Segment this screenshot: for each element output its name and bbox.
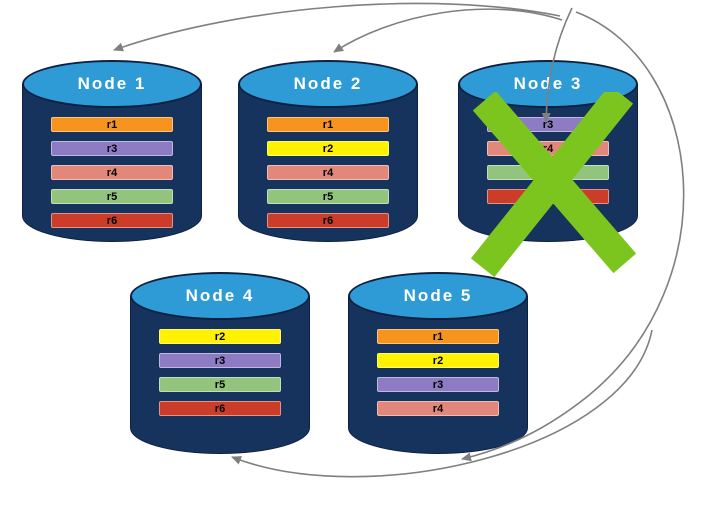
node-3: r3 r4 r5 r6 Node 3: [458, 60, 638, 242]
replica-bar: r3: [159, 353, 281, 368]
replica-bar: r4: [51, 165, 173, 180]
replica-list: r1 r2 r4 r5 r6: [238, 117, 418, 228]
replica-list: r1 r2 r3 r4: [348, 329, 528, 416]
node-label: Node 2: [293, 74, 363, 93]
cylinder-top: Node 3: [458, 60, 638, 108]
cylinder-top: Node 1: [22, 60, 202, 108]
node-2: r1 r2 r4 r5 r6 Node 2: [238, 60, 418, 242]
node-1: r1 r3 r4 r5 r6 Node 1: [22, 60, 202, 242]
node-label: Node 5: [403, 286, 473, 305]
cylinder-top: Node 5: [348, 272, 528, 320]
cylinder-top: Node 4: [130, 272, 310, 320]
replica-bar: r4: [487, 141, 609, 156]
node-label: Node 1: [77, 74, 147, 93]
replica-bar: r1: [267, 117, 389, 132]
replica-bar: r3: [51, 141, 173, 156]
node-label: Node 4: [185, 286, 255, 305]
replica-bar: r3: [377, 377, 499, 392]
replica-bar: r2: [159, 329, 281, 344]
replica-list: r1 r3 r4 r5 r6: [22, 117, 202, 228]
replica-bar: r6: [159, 401, 281, 416]
replica-list: r3 r4 r5 r6: [458, 117, 638, 204]
replica-bar: r5: [51, 189, 173, 204]
replica-bar: r4: [377, 401, 499, 416]
replica-bar: r6: [51, 213, 173, 228]
node-5: r1 r2 r3 r4 Node 5: [348, 272, 528, 454]
arrow-node3-to-node1: [113, 2, 561, 52]
replica-bar: r6: [267, 213, 389, 228]
replica-bar: r2: [267, 141, 389, 156]
replica-bar: r5: [487, 165, 609, 180]
node-label: Node 3: [513, 74, 583, 93]
replica-bar: r5: [159, 377, 281, 392]
replica-bar: r6: [487, 189, 609, 204]
replica-bar: r1: [51, 117, 173, 132]
replica-bar: r1: [377, 329, 499, 344]
arrow-node3-to-node2: [333, 8, 563, 53]
cylinder-top: Node 2: [238, 60, 418, 108]
replica-list: r2 r3 r5 r6: [130, 329, 310, 416]
replica-bar: r3: [487, 117, 609, 132]
replica-bar: r2: [377, 353, 499, 368]
node-4: r2 r3 r5 r6 Node 4: [130, 272, 310, 454]
replica-bar: r4: [267, 165, 389, 180]
replica-bar: r5: [267, 189, 389, 204]
